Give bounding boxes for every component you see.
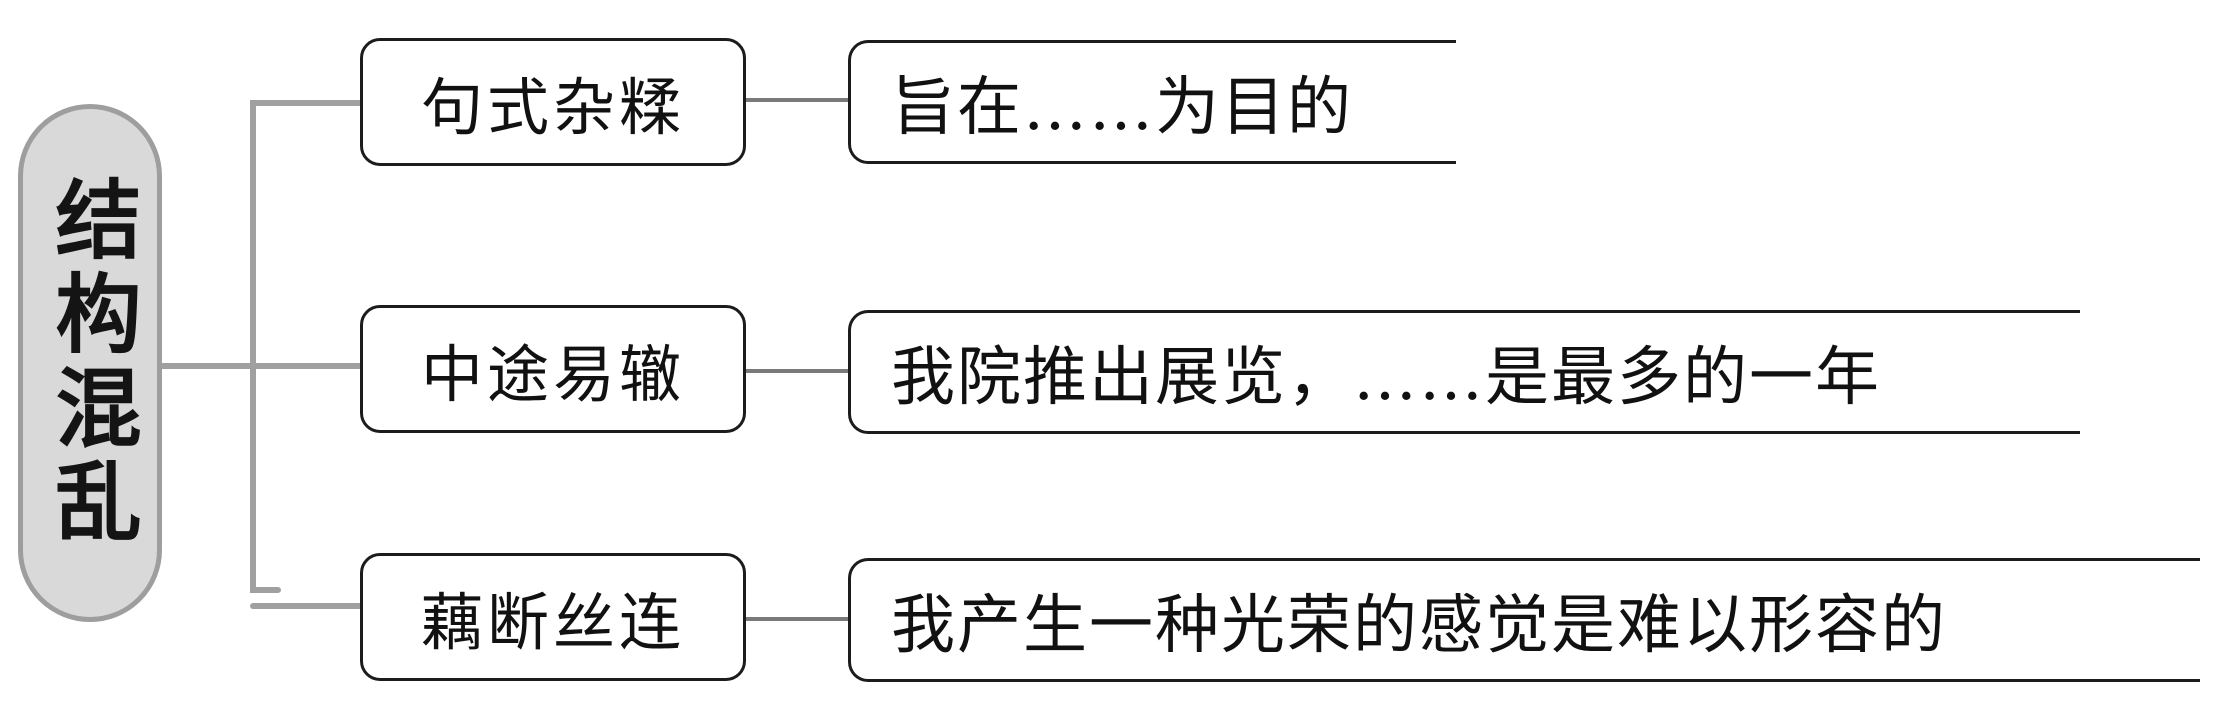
example-text: 旨在……为目的	[891, 71, 1353, 145]
example-node-midway-change: 我院推出展览，……是最多的一年	[848, 310, 2080, 434]
branch-label: 中途易辙	[420, 338, 685, 411]
root-label: 结构混乱	[40, 175, 140, 551]
branch-label: 句式杂糅	[420, 71, 685, 144]
branch-label: 藕断丝连	[420, 586, 685, 659]
example-node-sentence-mixing: 旨在……为目的	[848, 40, 1456, 164]
example-text: 我院推出展览，……是最多的一年	[891, 341, 1881, 415]
trunk-line	[250, 100, 281, 593]
branch-node-sentence-mixing: 句式杂糅	[360, 38, 746, 166]
branch-node-midway-change: 中途易辙	[360, 305, 746, 433]
root-node: 结构混乱	[18, 104, 162, 622]
example-node-lingering-link: 我产生一种光荣的感觉是难以形容的	[848, 558, 2200, 682]
example-text: 我产生一种光荣的感觉是难以形容的	[891, 589, 1947, 663]
branch-node-lingering-link: 藕断丝连	[360, 553, 746, 681]
